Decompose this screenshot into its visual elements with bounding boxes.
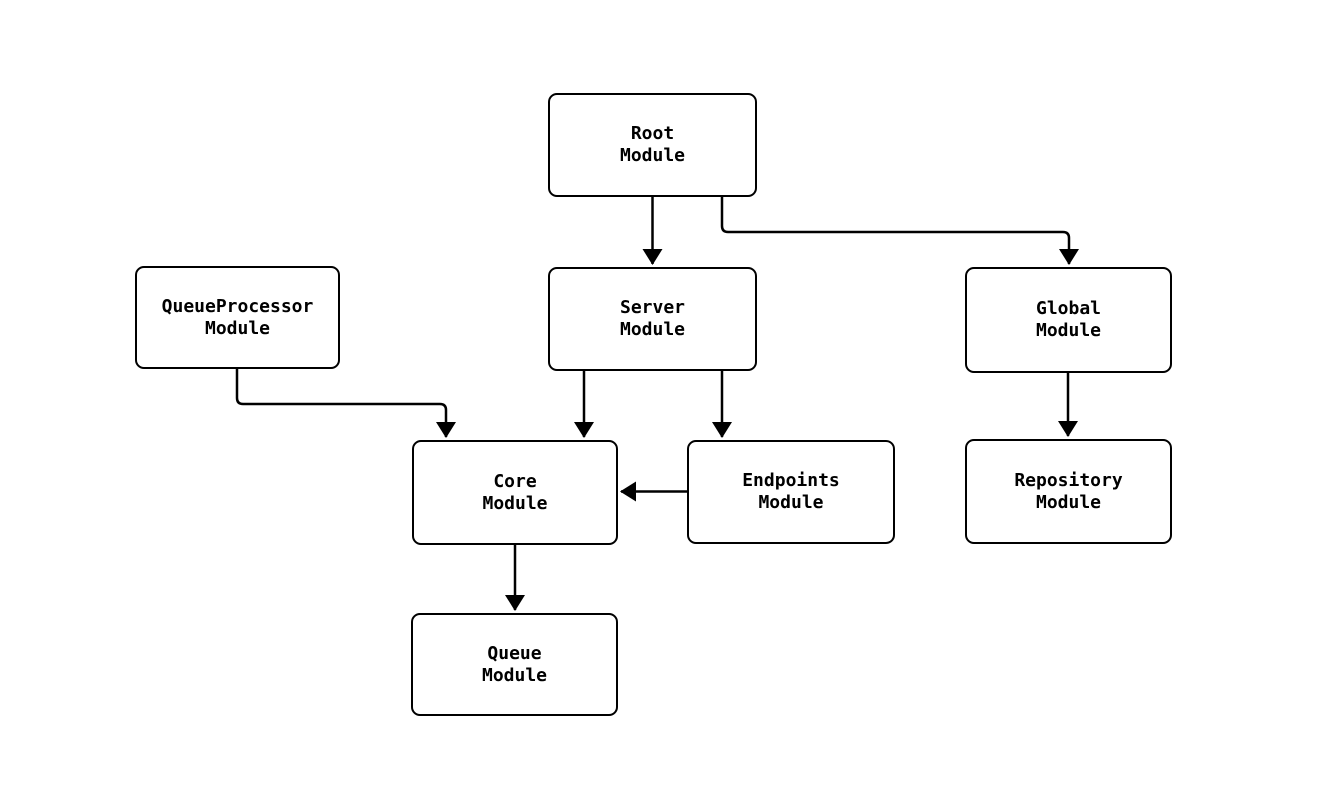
node-server-module: Server Module — [548, 267, 757, 371]
node-root-module-label: Root Module — [619, 123, 686, 166]
edge-queueprocessor-to-core — [235, 369, 456, 438]
node-endpoints-module-label: Endpoints Module — [742, 470, 840, 513]
node-repository-module: Repository Module — [965, 439, 1172, 544]
node-root-module: Root Module — [548, 93, 757, 197]
node-global-module: Global Module — [965, 267, 1172, 373]
node-core-module: Core Module — [412, 440, 618, 545]
node-queue-module: Queue Module — [411, 613, 618, 716]
node-server-module-label: Server Module — [619, 297, 686, 340]
edge-root-to-global — [720, 197, 1079, 265]
node-endpoints-module: Endpoints Module — [687, 440, 895, 544]
node-queueprocessor-module: QueueProcessor Module — [135, 266, 340, 369]
node-repository-module-label: Repository Module — [1014, 469, 1123, 513]
node-queueprocessor-module-label: QueueProcessor Module — [161, 295, 314, 339]
node-core-module-label: Core Module — [482, 470, 548, 514]
node-queue-module-label: Queue Module — [481, 642, 548, 686]
node-global-module-label: Global Module — [1035, 298, 1102, 341]
